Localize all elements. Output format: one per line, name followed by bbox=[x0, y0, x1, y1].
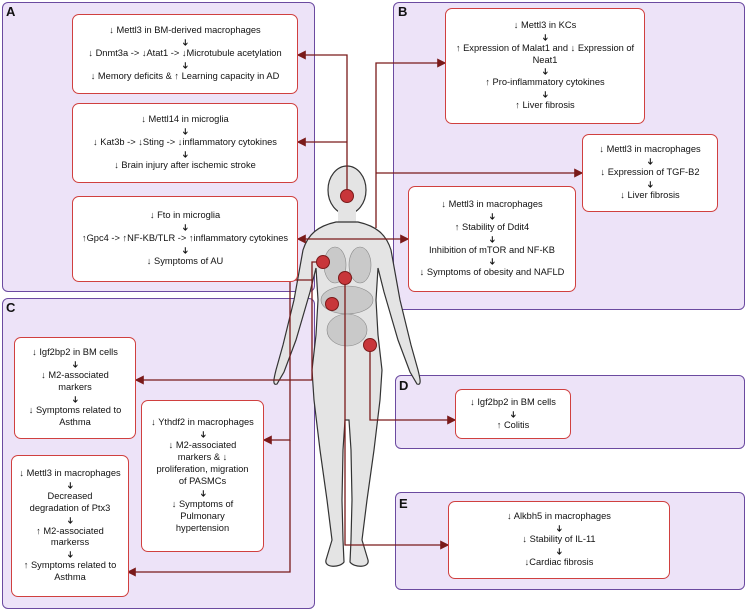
box-b3-line2: ↑ Stability of Ddit4 bbox=[454, 221, 530, 232]
down-arrow-icon: ➔ bbox=[70, 360, 81, 369]
box-c2-line3: ↓ Symptoms of Pulmonary hypertension bbox=[171, 498, 234, 533]
box-c1-line3: ↓ Symptoms related to Asthma bbox=[28, 404, 122, 427]
organ-markers bbox=[316, 189, 377, 352]
down-arrow-icon: ➔ bbox=[180, 223, 191, 232]
down-arrow-icon: ➔ bbox=[540, 33, 551, 41]
box-b3-line1: ↓ Mettl3 in macrophages bbox=[441, 198, 543, 209]
down-arrow-icon: ➔ bbox=[180, 246, 191, 255]
down-arrow-icon: ➔ bbox=[487, 235, 498, 243]
down-arrow-icon: ➔ bbox=[197, 489, 208, 498]
box-e1-line3: ↓Cardiac fibrosis bbox=[524, 556, 594, 567]
down-arrow-icon: ➔ bbox=[508, 410, 519, 418]
box-b1: ↓ Mettl3 in KCs ➔ ↑ Expression of Malat1… bbox=[445, 8, 645, 124]
box-a3-line3: ↓ Symptoms of AU bbox=[146, 255, 224, 266]
panel-label-d: D bbox=[399, 378, 409, 393]
box-b2: ↓ Mettl3 in macrophages ➔ ↓ Expression o… bbox=[582, 134, 718, 212]
heart-marker bbox=[338, 271, 352, 285]
down-arrow-icon: ➔ bbox=[540, 68, 551, 76]
panel-label-c: C bbox=[6, 300, 16, 315]
box-a2: ↓ Mettl14 in microglia ➔ ↓ Kat3b -> ↓Sti… bbox=[72, 103, 298, 183]
box-a3-line1: ↓ Fto in microglia bbox=[149, 210, 221, 221]
box-c1: ↓ Igf2bp2 in BM cells ➔ ↓ M2-associated … bbox=[14, 337, 136, 439]
down-arrow-icon: ➔ bbox=[65, 516, 76, 524]
box-b3: ↓ Mettl3 in macrophages ➔ ↑ Stability of… bbox=[408, 186, 576, 292]
down-arrow-icon: ➔ bbox=[180, 61, 191, 70]
box-c2: ↓ Ythdf2 in macrophages ➔ ↓ M2-associate… bbox=[141, 400, 264, 552]
box-e1-line2: ↓ Stability of IL-11 bbox=[522, 534, 596, 545]
down-arrow-icon: ➔ bbox=[554, 547, 565, 556]
lung-marker bbox=[316, 255, 330, 269]
box-c2-line1: ↓ Ythdf2 in macrophages bbox=[151, 417, 254, 428]
box-a2-line1: ↓ Mettl14 in microglia bbox=[141, 114, 229, 125]
box-b3-line4: ↓ Symptoms of obesity and NAFLD bbox=[419, 267, 565, 278]
down-arrow-icon: ➔ bbox=[487, 258, 498, 266]
down-arrow-icon: ➔ bbox=[180, 127, 191, 136]
box-b2-line1: ↓ Mettl3 in macrophages bbox=[599, 144, 701, 155]
down-arrow-icon: ➔ bbox=[180, 150, 191, 159]
box-c3-line3: ↑ M2-associated markerss bbox=[36, 525, 104, 548]
box-b1-line2: ↑ Expression of Malat1 and ↓ Expression … bbox=[455, 42, 635, 65]
colon-marker bbox=[363, 338, 377, 352]
box-c3-line4: ↑ Symptoms related to Asthma bbox=[23, 560, 117, 583]
down-arrow-icon: ➔ bbox=[65, 551, 76, 559]
box-b1-line3: ↑ Pro-inflammatory cytokines bbox=[485, 77, 605, 88]
box-c3-line1: ↓ Mettl3 in macrophages bbox=[19, 467, 121, 478]
box-b3-line3: Inhibition of mTOR and NF-KB bbox=[429, 244, 555, 255]
box-a3: ↓ Fto in microglia ➔ ↑Gpc4 -> ↑NF-KB/TLR… bbox=[72, 196, 298, 282]
box-c1-line2: ↓ M2-associated markers bbox=[41, 370, 109, 393]
box-e1-line1: ↓ Alkbh5 in macrophages bbox=[507, 511, 611, 522]
box-a1: ↓ Mettl3 in BM-derived macrophages ➔ ↓ D… bbox=[72, 14, 298, 94]
box-d1-line2: ↑ Colitis bbox=[496, 419, 530, 430]
box-b2-line3: ↓ Liver fibrosis bbox=[620, 189, 680, 200]
down-arrow-icon: ➔ bbox=[180, 38, 191, 47]
box-b1-line1: ↓ Mettl3 in KCs bbox=[513, 19, 577, 30]
box-a1-line2: ↓ Dnmt3a -> ↓Atat1 -> ↓Microtubule acety… bbox=[88, 48, 282, 59]
down-arrow-icon: ➔ bbox=[70, 395, 81, 404]
box-d1: ↓ Igf2bp2 in BM cells ➔ ↑ Colitis bbox=[455, 389, 571, 439]
box-c3: ↓ Mettl3 in macrophages ➔ Decreased degr… bbox=[11, 455, 129, 597]
panel-label-b: B bbox=[398, 4, 408, 19]
box-c3-line2: Decreased degradation of Ptx3 bbox=[29, 490, 111, 513]
down-arrow-icon: ➔ bbox=[645, 157, 656, 166]
down-arrow-icon: ➔ bbox=[487, 212, 498, 220]
box-b2-line2: ↓ Expression of TGF-B2 bbox=[600, 167, 700, 178]
down-arrow-icon: ➔ bbox=[197, 431, 208, 439]
box-a3-line2: ↑Gpc4 -> ↑NF-KB/TLR -> ↑inflammatory cyt… bbox=[81, 233, 289, 244]
box-c2-line2: ↓ M2-associated markers & ↓ proliferatio… bbox=[156, 440, 249, 486]
box-a2-line2: ↓ Kat3b -> ↓Sting -> ↓inflammatory cytok… bbox=[93, 137, 277, 148]
down-arrow-icon: ➔ bbox=[554, 524, 565, 533]
brain-marker bbox=[340, 189, 354, 203]
box-e1: ↓ Alkbh5 in macrophages ➔ ↓ Stability of… bbox=[448, 501, 670, 579]
down-arrow-icon: ➔ bbox=[645, 180, 656, 189]
box-b1-line4: ↑ Liver fibrosis bbox=[515, 100, 575, 111]
box-c1-line1: ↓ Igf2bp2 in BM cells bbox=[32, 347, 118, 358]
box-a1-line3: ↓ Memory deficits & ↑ Learning capacity … bbox=[90, 70, 280, 81]
liver-marker bbox=[325, 297, 339, 311]
down-arrow-icon: ➔ bbox=[65, 481, 76, 490]
box-a2-line3: ↓ Brain injury after ischemic stroke bbox=[114, 159, 256, 170]
box-d1-line1: ↓ Igf2bp2 in BM cells bbox=[470, 396, 556, 407]
box-a1-line1: ↓ Mettl3 in BM-derived macrophages bbox=[109, 25, 261, 36]
panel-label-e: E bbox=[399, 496, 408, 511]
down-arrow-icon: ➔ bbox=[540, 91, 551, 99]
panel-label-a: A bbox=[6, 4, 16, 19]
